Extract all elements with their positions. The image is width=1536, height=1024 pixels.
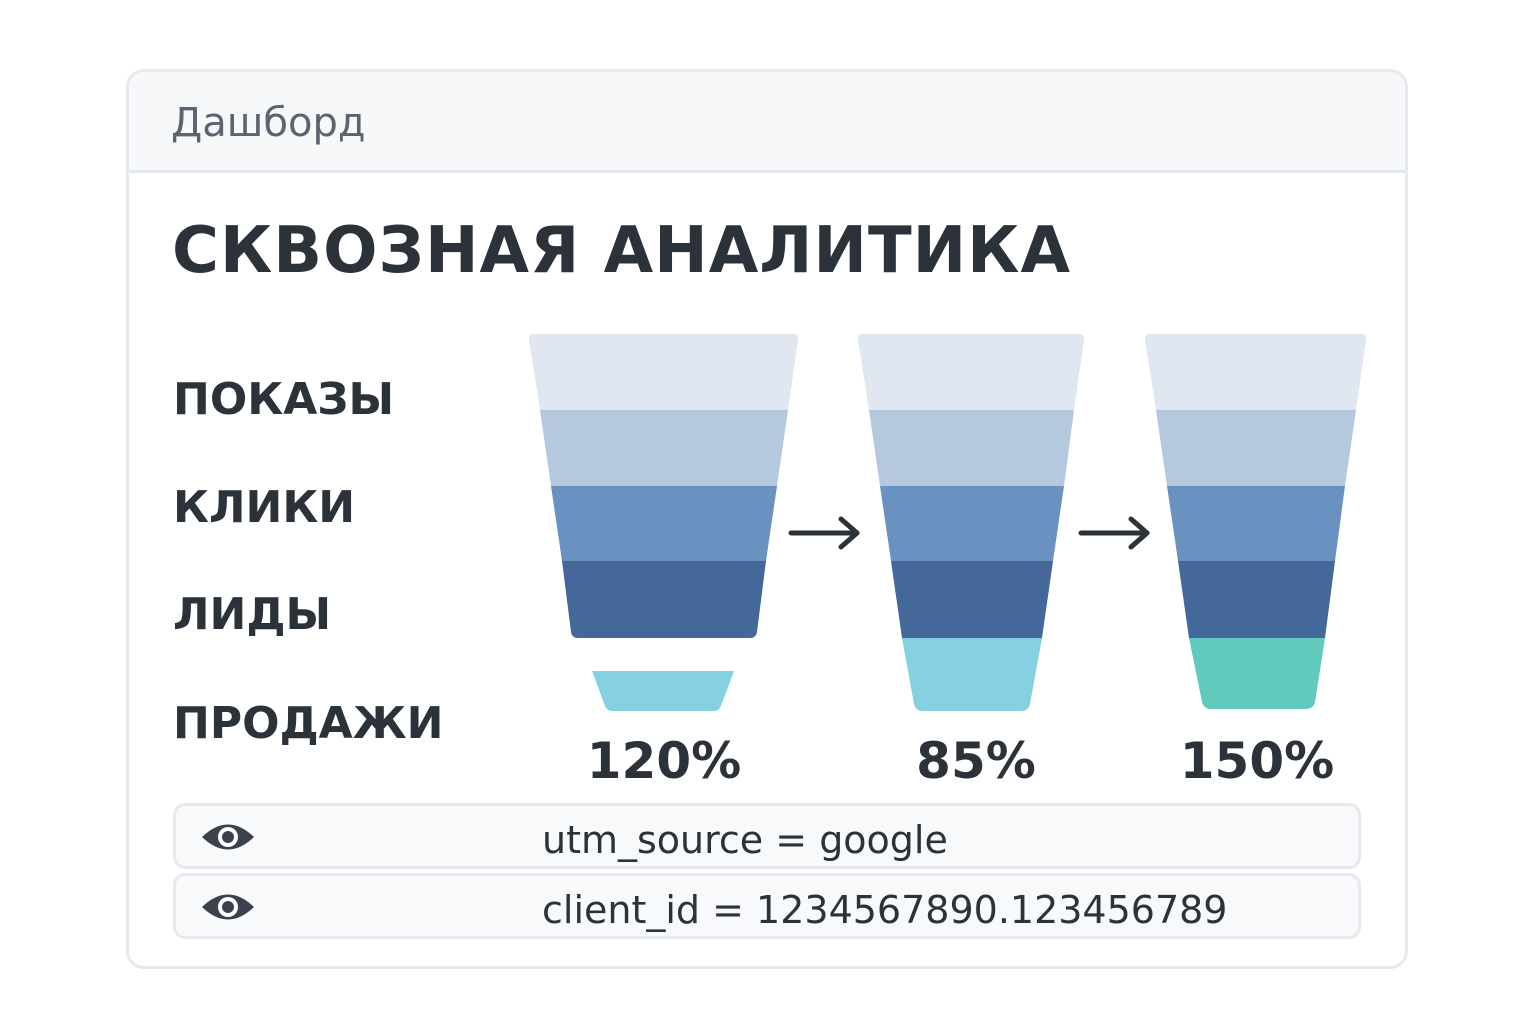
funnel-2-band-leads [880, 486, 1064, 561]
stage-label-sales: ПРОДАЖИ [173, 698, 444, 749]
funnel-1 [528, 334, 799, 711]
funnel-1-result-segment [592, 671, 734, 711]
card-header: Дашборд [129, 72, 1405, 173]
funnel-2-band-impressions [857, 334, 1085, 410]
param-text: utm_source = google [542, 818, 948, 862]
stage-label-clicks: КЛИКИ [173, 482, 356, 533]
dashboard-card: Дашборд СКВОЗНАЯ АНАЛИТИКА ПОКАЗЫ КЛИКИ … [126, 69, 1408, 969]
funnel-2 [857, 334, 1085, 711]
funnel-3-band-clicks [1156, 410, 1356, 486]
arrow-right-icon [788, 516, 860, 550]
funnel-graphic [528, 334, 1367, 711]
funnel-3-band-impressions [1144, 334, 1367, 410]
page-title: СКВОЗНАЯ АНАЛИТИКА [172, 214, 1071, 288]
funnel-2-result-segment [902, 638, 1042, 711]
funnel-3-result-segment [1189, 638, 1325, 709]
param-row-utm-source[interactable]: utm_source = google [173, 803, 1361, 869]
eye-icon[interactable] [200, 890, 256, 924]
funnel-1-band-impressions [528, 334, 799, 410]
funnel-1-band-clicks [540, 410, 788, 486]
funnel-2-band-sales [891, 561, 1053, 638]
arrow-right-icon [1078, 516, 1150, 550]
funnel-3-band-sales [1178, 561, 1335, 638]
header-title: Дашборд [171, 100, 366, 146]
stage-label-leads: ЛИДЫ [173, 589, 332, 640]
funnel-2-percent: 85% [916, 732, 1036, 790]
funnel-1-percent: 120% [586, 732, 742, 790]
eye-icon[interactable] [200, 820, 256, 854]
param-row-client-id[interactable]: client_id = 1234567890.123456789 [173, 873, 1361, 939]
funnel-1-band-leads [551, 486, 777, 561]
funnel-3-percent: 150% [1179, 732, 1335, 790]
funnel-1-band-sales [562, 561, 766, 638]
funnel-2-band-clicks [869, 410, 1074, 486]
param-text: client_id = 1234567890.123456789 [542, 888, 1228, 932]
funnel-3-band-leads [1167, 486, 1345, 561]
funnel-3 [1144, 334, 1367, 709]
stage-label-impressions: ПОКАЗЫ [173, 374, 395, 425]
